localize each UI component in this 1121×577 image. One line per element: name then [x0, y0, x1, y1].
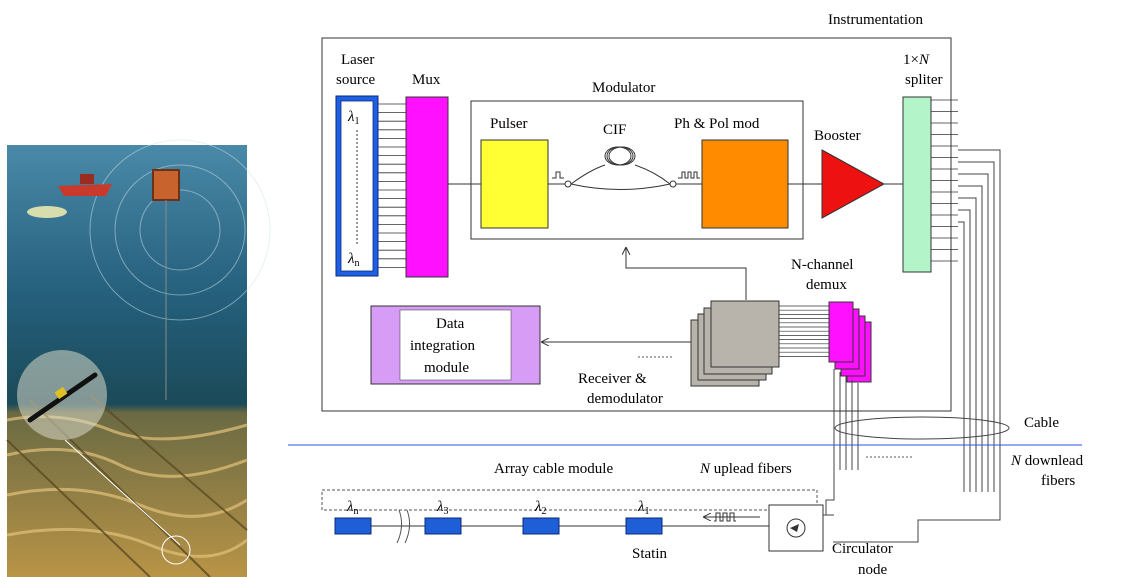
array-break-symbol — [396, 509, 411, 544]
station-lambda-4: λ1 — [637, 499, 650, 517]
cable-ellipse — [834, 416, 1010, 440]
booster-amplifier — [821, 149, 886, 219]
array-stations: λn λ3 λ2 λ1 — [334, 499, 663, 535]
station-lambda-1: λn — [346, 499, 359, 517]
downlead-label-2: fibers — [1041, 473, 1075, 489]
ph-pol-mod-label: Ph & Pol mod — [674, 116, 760, 132]
lambda-n-symbol: λ — [347, 251, 355, 267]
ship-icon — [58, 184, 112, 196]
receiver-label-1: Receiver & — [578, 371, 647, 387]
splitter-prefix: 1× — [903, 52, 919, 68]
circulator-icon — [786, 518, 806, 538]
svg-text:N uplead fibers: N uplead fibers — [699, 461, 792, 477]
circulator-label-1: Circulator — [832, 541, 893, 557]
mux-label: Mux — [412, 72, 441, 88]
pulser-label: Pulser — [490, 116, 528, 132]
array-module-frame — [321, 489, 818, 511]
demux-label-2: demux — [806, 277, 847, 293]
station-3 — [522, 517, 560, 535]
return-pulse — [704, 512, 760, 522]
modulator-label: Modulator — [592, 80, 655, 96]
station-4 — [625, 517, 663, 535]
demux-stack — [828, 301, 872, 383]
station-lambda-2: λ3 — [436, 499, 449, 517]
array-title: Array cable module — [494, 461, 613, 477]
circulator-label-2: node — [858, 562, 888, 577]
instrumentation-title: Instrumentation — [828, 12, 923, 28]
station-1 — [334, 517, 372, 535]
cable-label: Cable — [1024, 415, 1059, 431]
laser-fiber-lines — [378, 103, 406, 268]
laser-label-2: source — [336, 72, 375, 88]
lambda-n-sub: n — [355, 258, 360, 269]
data-label-1: Data — [436, 316, 465, 332]
uplead-n: N — [699, 461, 711, 477]
data-label-2: integration — [410, 338, 475, 354]
downlead-text: downlead — [1021, 453, 1084, 469]
cif-label: CIF — [603, 122, 626, 138]
modulator-frame — [470, 100, 804, 240]
splitter-block — [902, 96, 932, 273]
lambda-1-symbol: λ — [347, 109, 355, 125]
station-2 — [424, 517, 462, 535]
svg-text:λ1: λ1 — [347, 109, 360, 127]
demux-label-1: N-channel — [791, 257, 853, 273]
data-label-3: module — [424, 360, 469, 376]
uplead-text: uplead fibers — [710, 461, 792, 477]
ph-pol-mod-block — [701, 139, 789, 229]
splitter-output-fibers — [931, 99, 958, 262]
lambda-1-sub: 1 — [355, 116, 360, 127]
receiver-stack — [690, 300, 780, 387]
instrumentation-frame — [321, 37, 952, 412]
cif-coil-icon — [604, 146, 636, 166]
buoy-icon — [152, 169, 180, 201]
mux-block — [405, 96, 449, 278]
station-lambda-3: λ2 — [534, 499, 547, 517]
pulser-block — [480, 139, 549, 229]
uplead-fiber-bundle — [825, 369, 859, 515]
feedback-line — [626, 248, 747, 300]
splitter-label-2: spliter — [905, 72, 943, 88]
downlead-fiber-bundle — [833, 149, 1001, 543]
seafloor-illustration — [6, 139, 271, 577]
receiver-label-2: demodulator — [587, 391, 663, 407]
svg-text:1×N: 1×N — [903, 52, 930, 68]
booster-label: Booster — [814, 128, 861, 144]
demux-receiver-fibers — [779, 305, 829, 357]
downlead-n: N — [1010, 453, 1022, 469]
station-label: Statin — [632, 546, 668, 562]
svg-text:λn: λn — [347, 251, 360, 269]
svg-text:N downlead: N downlead — [1010, 453, 1084, 469]
splitter-n: N — [918, 52, 930, 68]
modulator-fiber-path — [548, 164, 702, 190]
laser-label-1: Laser — [341, 52, 374, 68]
